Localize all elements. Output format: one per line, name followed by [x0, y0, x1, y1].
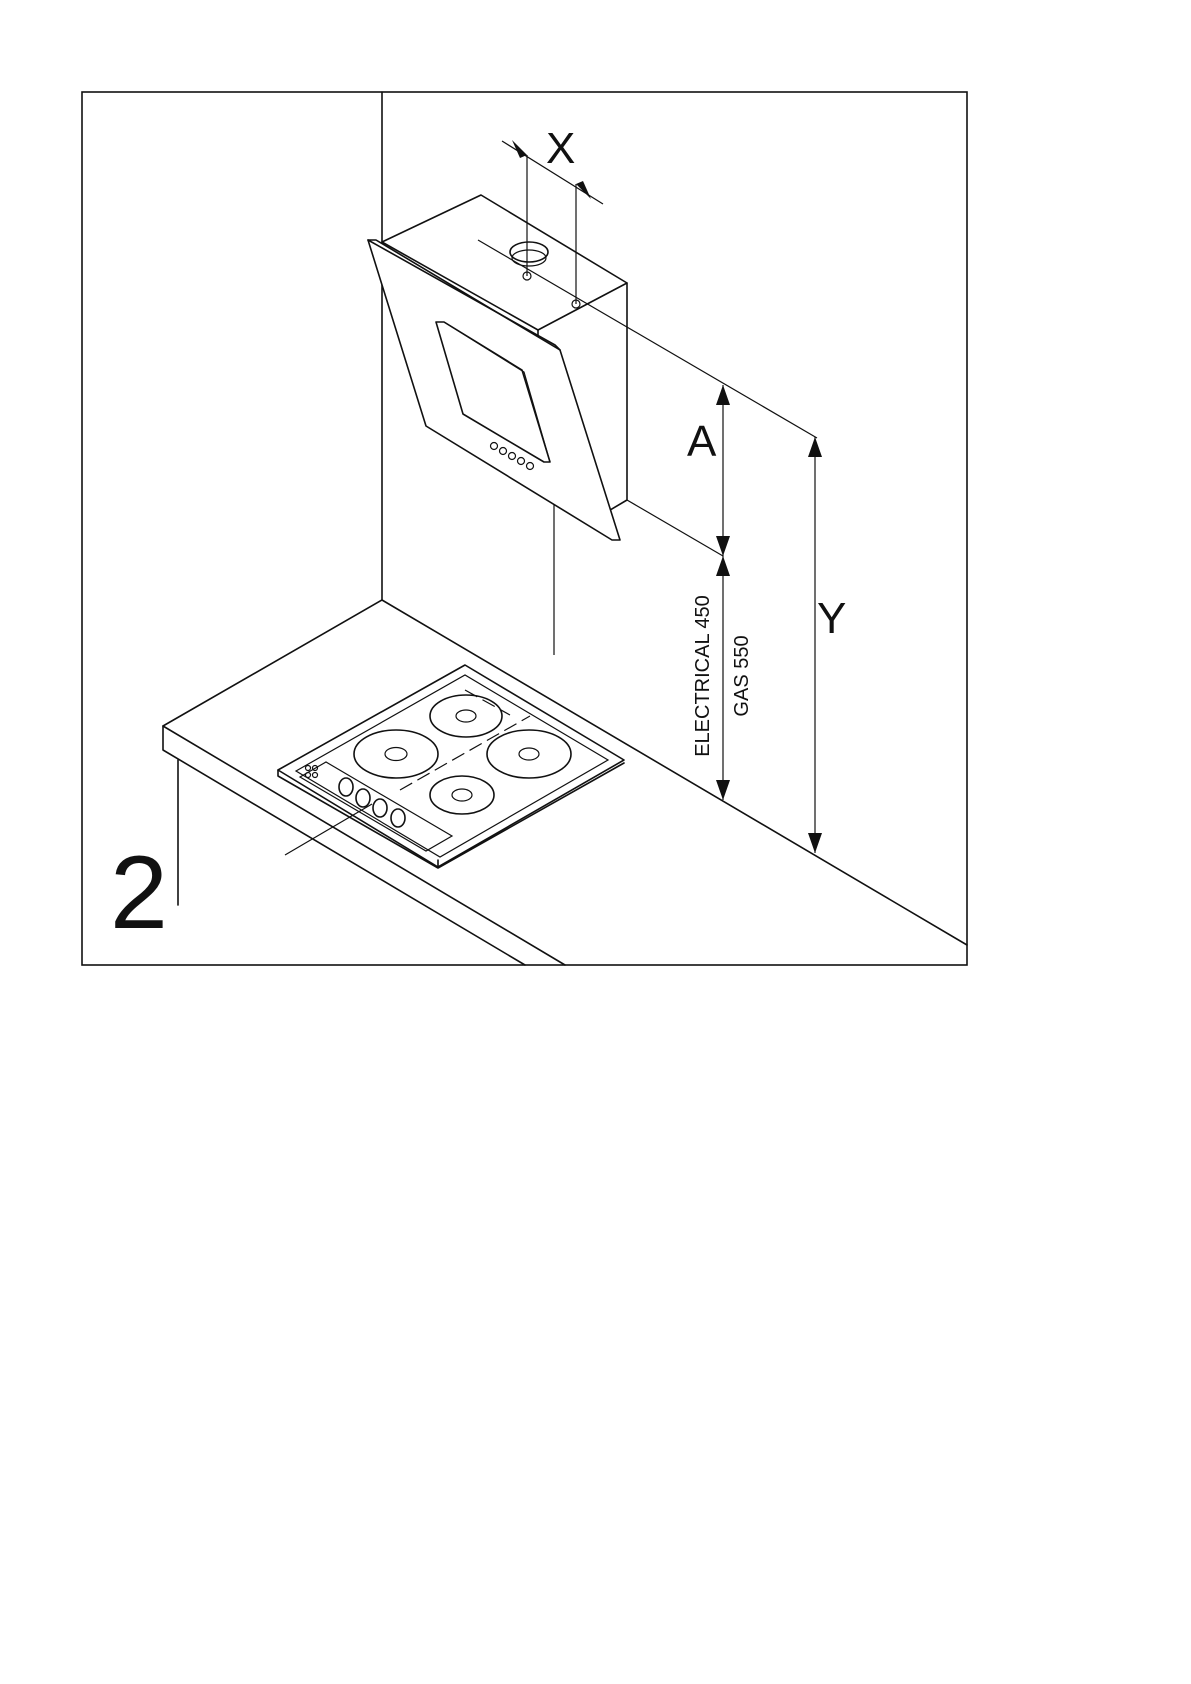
- label-x: X: [546, 124, 575, 173]
- label-gas: GAS 550: [731, 635, 753, 716]
- cooker-hood: [368, 195, 817, 556]
- figure-number: 2: [110, 835, 168, 951]
- label-a: A: [687, 417, 717, 466]
- label-y: Y: [817, 594, 846, 643]
- label-electrical: ELECTRICAL 450: [692, 595, 714, 757]
- cooktop: [278, 665, 624, 868]
- dimension-y: [808, 437, 822, 853]
- dimension-a: [716, 385, 730, 556]
- dimension-clearance: [716, 556, 730, 800]
